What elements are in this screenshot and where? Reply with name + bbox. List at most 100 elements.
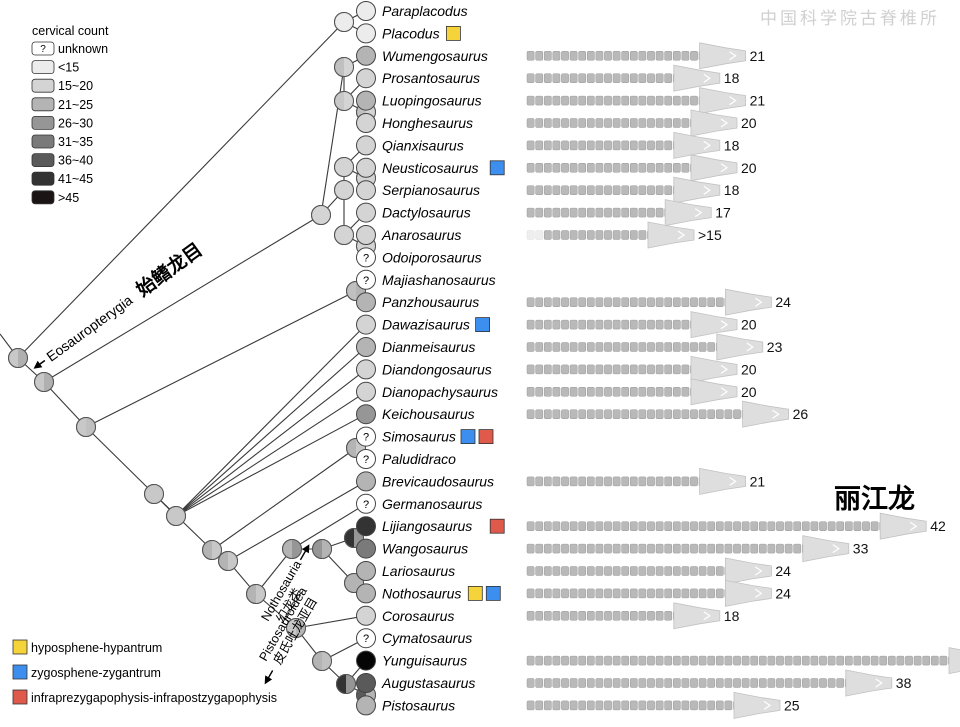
vertebra: [758, 678, 767, 688]
taxon-name: Dianmeisaurus: [382, 339, 475, 355]
vertebra: [612, 364, 621, 375]
vertebra: [793, 521, 802, 531]
vertebra: [629, 364, 638, 375]
vertebra: [561, 521, 569, 531]
taxon-name: Serpianosaurus: [382, 182, 480, 198]
vertebra: [612, 543, 621, 554]
legend-swatch: [31, 134, 55, 149]
vertebra: [535, 476, 544, 487]
internal-node-n_ln: [344, 573, 364, 593]
feature-marker: [489, 518, 505, 534]
vertebra: [578, 364, 587, 375]
vertebra: [612, 73, 621, 83]
vertebra: [569, 678, 578, 688]
vertebra: [664, 73, 673, 83]
tip-node: [356, 180, 376, 201]
vertebra: [604, 51, 612, 61]
legend: cervical count?unknown<1515~2021~2526~30…: [31, 24, 109, 205]
vertebra: [604, 409, 612, 419]
vertebra: [578, 73, 587, 83]
vertebra: [604, 73, 612, 83]
vertebra: [707, 297, 716, 307]
vertebra: [578, 342, 587, 352]
vertebra: [552, 319, 561, 330]
feature-marker: [467, 586, 483, 601]
vertebra: [827, 655, 836, 666]
vertebra: [681, 655, 690, 666]
vertebra: [569, 207, 578, 218]
vertebra: [586, 185, 595, 195]
vertebra: [638, 51, 647, 61]
skull-silhouette: [673, 176, 721, 204]
skull-silhouette: [664, 199, 712, 227]
neck-bar: 50: [526, 647, 960, 675]
vertebra: [612, 207, 621, 218]
neck-bar: 38: [526, 669, 912, 697]
vertebra: [758, 543, 767, 554]
feature-marker: [475, 317, 491, 333]
legend-swatch: [31, 60, 55, 74]
vertebra: [526, 73, 535, 83]
vertebra: [552, 476, 561, 487]
internal-node-n_cym: [286, 618, 306, 638]
taxon-name: Wangosaurus: [382, 541, 468, 557]
vertebra: [707, 342, 716, 352]
vertebra: [896, 655, 905, 666]
vertebra: [569, 73, 578, 83]
vertebra: [707, 521, 716, 531]
vertebra: [535, 207, 544, 218]
vertebra: [638, 387, 647, 397]
vertebra: [655, 387, 664, 397]
vertebra: [629, 342, 638, 352]
vertebra: [561, 387, 569, 397]
vertebra: [681, 342, 690, 352]
vertebra: [664, 543, 673, 554]
neck-bar: 25: [526, 691, 800, 719]
vertebra: [578, 521, 587, 531]
vertebra: [586, 118, 595, 128]
vertebra: [552, 95, 561, 106]
taxon-name: Augustasaurus: [381, 675, 475, 691]
tip-node: [356, 538, 376, 559]
tree-branch: [85, 426, 155, 495]
vertebra: [715, 409, 724, 419]
vertebra: [595, 409, 604, 419]
vertebra: [621, 364, 630, 375]
vertebra: [586, 364, 595, 375]
vertebra: [801, 521, 810, 531]
vertebra: [569, 230, 578, 240]
vertebra: [543, 185, 552, 195]
internal-node-n_w: [334, 57, 354, 77]
vertebra: [526, 611, 535, 621]
cervical-count: 23: [767, 339, 783, 355]
neck-bar: 42: [526, 512, 946, 540]
tip-node: [356, 381, 376, 402]
vertebra: [629, 387, 638, 397]
taxon-name: Corosaurus: [382, 608, 454, 624]
vertebra: [595, 342, 604, 352]
vertebra: [595, 51, 604, 61]
taxon-name: Paraplacodus: [382, 3, 468, 19]
vertebra: [827, 678, 836, 688]
vertebra: [879, 655, 888, 666]
vertebra: [526, 700, 535, 711]
vertebra: [629, 140, 638, 151]
vertebra: [535, 521, 544, 531]
vertebra: [698, 566, 707, 576]
tip-nodes: ??????: [356, 1, 376, 716]
vertebra: [647, 140, 655, 151]
vertebra: [604, 207, 612, 218]
vertebra: [724, 543, 733, 554]
vertebra: [715, 543, 724, 554]
vertebra: [698, 655, 707, 666]
vertebra: [535, 655, 544, 666]
vertebra: [672, 297, 681, 307]
internal-node-notho: [282, 539, 302, 559]
vertebra: [604, 364, 612, 375]
vertebra: [664, 655, 673, 666]
vertebra: [612, 319, 621, 330]
vertebra: [664, 319, 673, 330]
vertebra: [586, 73, 595, 83]
vertebra: [784, 543, 793, 554]
internal-node-pistoid: [312, 651, 332, 671]
